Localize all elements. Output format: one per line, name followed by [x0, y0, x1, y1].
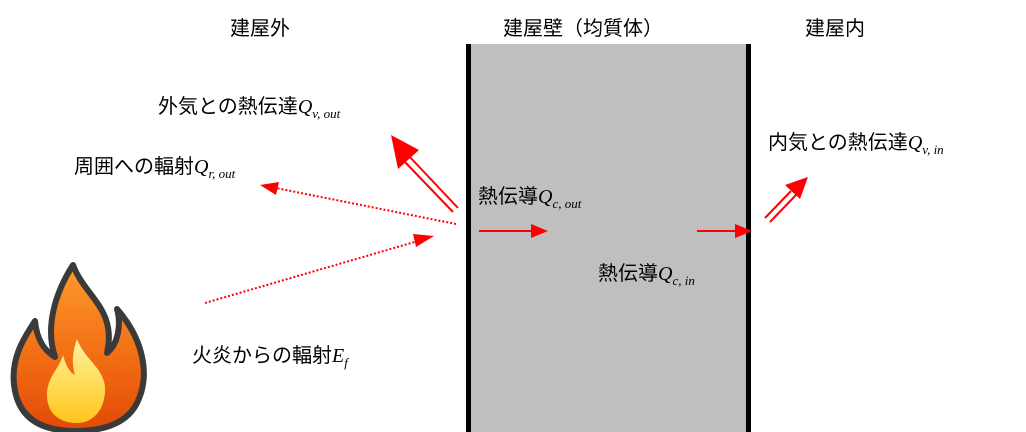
conv-in-text: 内気との熱伝達: [768, 130, 908, 154]
conv-in-subscript: v, in: [922, 142, 944, 157]
conv-in-label: 内気との熱伝達Qv, in: [768, 132, 944, 156]
flame-rad-arrow: [204, 234, 434, 304]
wall-outer-surface: [466, 44, 471, 432]
rad-out-text: 周囲への輻射: [74, 154, 194, 178]
conv-out-symbol: Q: [297, 96, 313, 118]
conv-out-label: 外気との熱伝達Qv, out: [158, 96, 340, 120]
cond-in-label: 熱伝導Qc, in: [598, 263, 695, 287]
cond-in-symbol: Q: [658, 263, 673, 285]
conv-out-subscript: v, out: [312, 106, 341, 121]
rad-out-subscript: r, out: [208, 166, 236, 181]
cond-in-subscript: c, in: [672, 273, 695, 288]
cond-in-arrow: [697, 224, 752, 238]
conv-out-text: 外気との熱伝達: [158, 94, 298, 118]
rad-out-arrow: [260, 182, 457, 225]
rad-out-symbol: Q: [194, 156, 209, 178]
flame-icon: [10, 262, 147, 432]
cond-out-subscript: c, out: [552, 196, 582, 211]
conv-in-arrow: [764, 177, 808, 223]
header-inside: 建屋内: [805, 16, 865, 40]
cond-in-text: 熱伝導: [598, 261, 658, 285]
building-wall: [470, 44, 751, 432]
flame-rad-subscript: f: [344, 355, 348, 370]
flame-rad-symbol: E: [332, 345, 345, 367]
wall-inner-surface: [746, 44, 751, 432]
cond-out-label: 熱伝導Qc, out: [478, 186, 581, 210]
rad-out-label: 周囲への輻射Qr, out: [74, 156, 235, 180]
cond-out-arrow: [479, 224, 548, 238]
flame-rad-text: 火炎からの輻射: [192, 343, 332, 367]
header-outside: 建屋外: [230, 16, 290, 40]
flame-rad-label: 火炎からの輻射Ef: [192, 345, 348, 369]
conv-in-symbol: Q: [907, 132, 923, 154]
cond-out-text: 熱伝導: [478, 184, 538, 208]
header-wall: 建屋壁（均質体）: [503, 16, 663, 40]
cond-out-symbol: Q: [538, 186, 553, 208]
conv-out-arrow: [391, 135, 459, 213]
